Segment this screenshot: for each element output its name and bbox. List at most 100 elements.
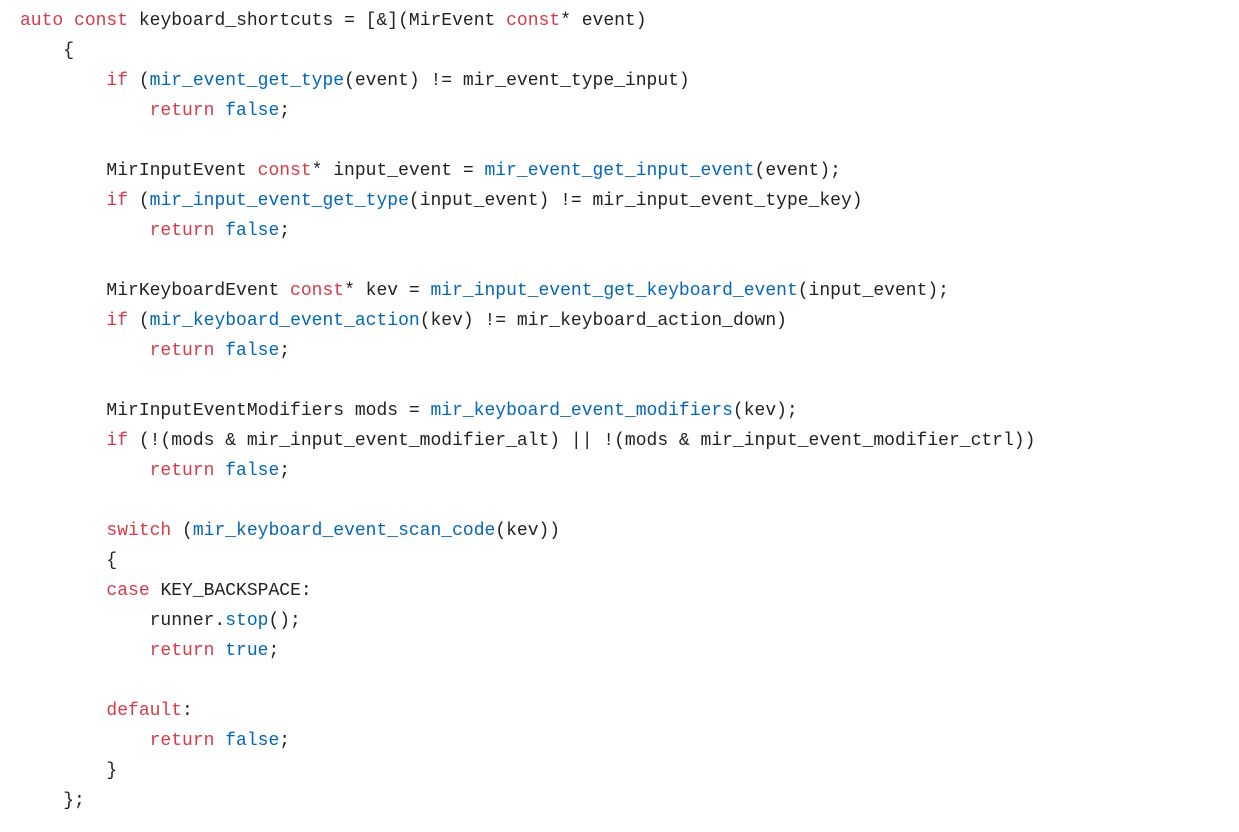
code-line: return false; — [0, 726, 1239, 756]
code-line: switch (mir_keyboard_event_scan_code(kev… — [0, 516, 1239, 546]
code-text: * input_event = — [311, 161, 485, 181]
code-line: MirInputEvent const* input_event = mir_e… — [0, 156, 1239, 186]
code-line — [0, 246, 1239, 276]
code-keyword: if — [106, 191, 129, 211]
code-function-name: mir_event_get_input_event — [484, 161, 755, 181]
code-keyword: return — [149, 731, 215, 751]
code-function-name: mir_keyboard_event_modifiers — [430, 401, 733, 421]
code-text — [214, 731, 225, 751]
code-text: ( — [128, 311, 150, 331]
code-keyword: return — [149, 221, 215, 241]
code-line: case KEY_BACKSPACE: — [0, 576, 1239, 606]
code-function-name: mir_input_event_get_keyboard_event — [430, 281, 798, 301]
code-text: (kev) != mir_keyboard_action_down) — [419, 311, 787, 331]
code-text — [20, 581, 106, 601]
code-line: if (mir_keyboard_event_action(kev) != mi… — [0, 306, 1239, 336]
code-line — [0, 126, 1239, 156]
code-line: } — [0, 756, 1239, 786]
code-keyword: const — [506, 11, 561, 31]
code-text — [214, 221, 225, 241]
code-line: { — [0, 546, 1239, 576]
code-text: (event) != mir_event_type_input) — [344, 71, 690, 91]
code-text: }; — [20, 791, 85, 811]
code-text: } — [20, 761, 118, 781]
code-line: { — [0, 36, 1239, 66]
code-keyword: default — [106, 701, 183, 721]
code-text — [20, 701, 106, 721]
code-text: (input_event); — [797, 281, 949, 301]
code-literal: false — [225, 221, 280, 241]
code-text: MirKeyboardEvent — [20, 281, 291, 301]
code-text: (kev); — [732, 401, 798, 421]
code-keyword: switch — [106, 521, 172, 541]
code-literal: false — [225, 461, 280, 481]
code-text — [20, 521, 106, 541]
code-line: MirKeyboardEvent const* kev = mir_input_… — [0, 276, 1239, 306]
code-text — [20, 71, 106, 91]
code-keyword: const — [74, 11, 129, 31]
code-text: (kev)) — [495, 521, 561, 541]
code-text — [214, 101, 225, 121]
code-text: (event); — [754, 161, 841, 181]
code-keyword: const — [290, 281, 345, 301]
code-text: * event) — [560, 11, 647, 31]
code-text: ; — [279, 731, 291, 751]
code-text — [214, 641, 225, 661]
code-line: return false; — [0, 336, 1239, 366]
code-line — [0, 486, 1239, 516]
code-text — [20, 221, 150, 241]
code-literal: true — [225, 641, 269, 661]
code-keyword: case — [106, 581, 150, 601]
code-text: (input_event) != mir_input_event_type_ke… — [408, 191, 863, 211]
code-text — [214, 341, 225, 361]
code-line: return false; — [0, 96, 1239, 126]
code-text: ; — [268, 641, 280, 661]
code-literal: false — [225, 341, 280, 361]
code-text: : — [182, 701, 193, 721]
code-function-name: mir_input_event_get_type — [149, 191, 409, 211]
code-text: (!(mods & mir_input_event_modifier_alt) … — [128, 431, 1036, 451]
code-text: ( — [128, 71, 150, 91]
code-function-name: mir_event_get_type — [149, 71, 345, 91]
code-text: ; — [279, 221, 291, 241]
code-block: auto const keyboard_shortcuts = [&](MirE… — [0, 6, 1239, 816]
code-keyword: return — [149, 101, 215, 121]
code-line: default: — [0, 696, 1239, 726]
code-text: ( — [171, 521, 193, 541]
code-literal: false — [225, 101, 280, 121]
code-keyword: const — [257, 161, 312, 181]
code-text: keyboard_shortcuts = [&](MirEvent — [128, 11, 507, 31]
code-line: return false; — [0, 216, 1239, 246]
code-line: MirInputEventModifiers mods = mir_keyboa… — [0, 396, 1239, 426]
code-text — [20, 341, 150, 361]
code-text: ; — [279, 341, 291, 361]
code-text — [20, 101, 150, 121]
code-text: { — [20, 41, 75, 61]
code-line: return true; — [0, 636, 1239, 666]
code-text: ( — [128, 191, 150, 211]
code-line: return false; — [0, 456, 1239, 486]
code-line: runner.stop(); — [0, 606, 1239, 636]
code-keyword: return — [149, 461, 215, 481]
code-text: MirInputEventModifiers mods = — [20, 401, 431, 421]
code-text — [20, 431, 106, 451]
code-line: }; — [0, 786, 1239, 816]
code-keyword: if — [106, 71, 129, 91]
code-text: { — [20, 551, 118, 571]
code-line — [0, 366, 1239, 396]
code-line: auto const keyboard_shortcuts = [&](MirE… — [0, 6, 1239, 36]
code-function-name: mir_keyboard_event_action — [149, 311, 420, 331]
code-line: if (!(mods & mir_input_event_modifier_al… — [0, 426, 1239, 456]
code-keyword: return — [149, 341, 215, 361]
code-keyword: auto — [20, 11, 64, 31]
code-text — [63, 11, 74, 31]
code-text: ; — [279, 461, 291, 481]
code-text — [20, 641, 150, 661]
code-text: runner. — [20, 611, 226, 631]
code-keyword: if — [106, 431, 129, 451]
code-text — [20, 311, 106, 331]
code-keyword: return — [149, 641, 215, 661]
code-line — [0, 666, 1239, 696]
code-text: ; — [279, 101, 291, 121]
code-keyword: if — [106, 311, 129, 331]
